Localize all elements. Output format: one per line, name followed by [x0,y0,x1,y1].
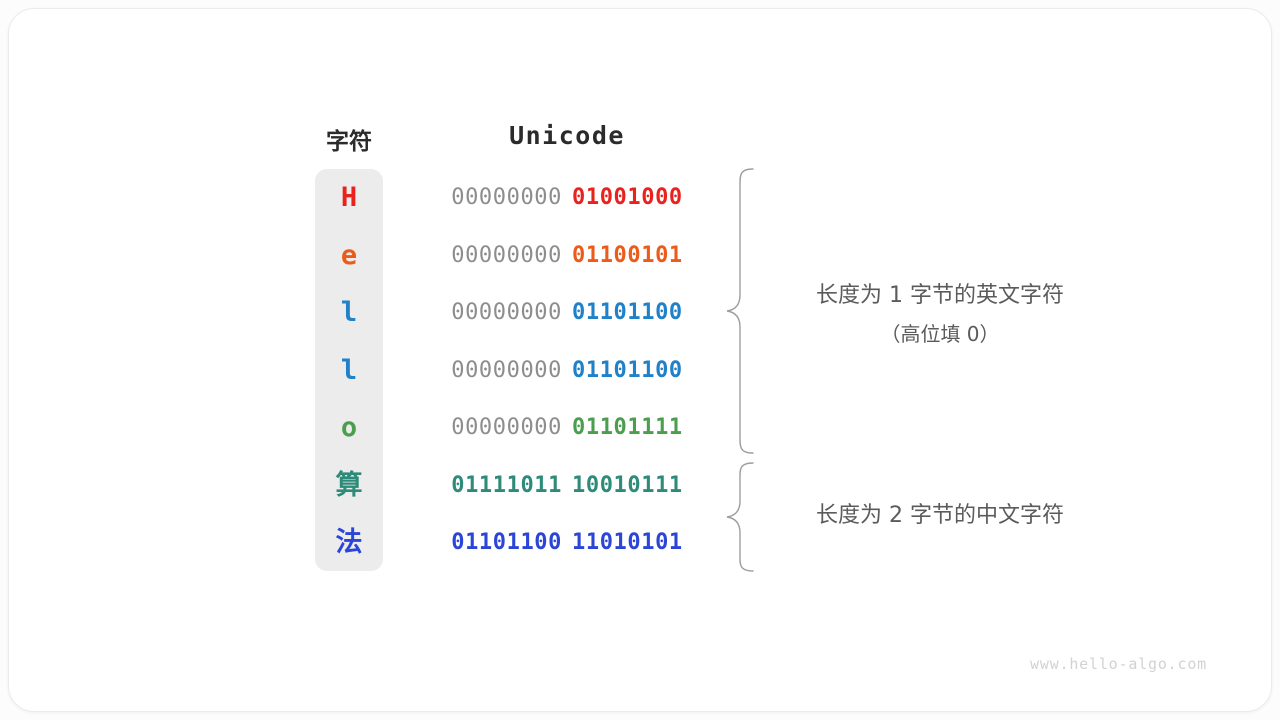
unicode-binary-row: 01101100 11010101 [439,514,695,572]
byte-separator [562,169,572,227]
unicode-binary-row: 00000000 01100101 [439,227,695,285]
high-byte: 00000000 [451,185,562,210]
character-cell: H [340,182,358,213]
high-byte: 01111011 [451,472,562,498]
character-cell: 算 [335,469,363,501]
low-byte: 01101100 [572,357,683,383]
high-byte: 00000000 [451,415,562,440]
column-header-unicode: Unicode [509,121,625,150]
unicode-binary-row: 00000000 01101111 [439,399,695,457]
byte-separator [562,227,572,285]
low-byte: 01001000 [572,185,683,210]
brace-two-byte [726,462,754,572]
character-cell: o [340,412,358,443]
unicode-binary-row: 00000000 01101100 [439,342,695,400]
byte-separator [562,399,572,457]
byte-separator [562,457,572,515]
high-byte: 00000000 [451,242,562,268]
brace-one-byte [726,168,754,454]
byte-separator [562,342,572,400]
unicode-binary-row: 00000000 01101100 [439,284,695,342]
low-byte: 10010111 [572,472,683,498]
annotation-one-byte-sub: （高位填 0） [880,322,1000,346]
annotation-one-byte: 长度为 1 字节的英文字符 （高位填 0） [795,277,1085,347]
watermark: www.hello-algo.com [1030,655,1207,673]
low-byte: 01101111 [572,415,683,440]
high-byte: 00000000 [451,357,562,383]
high-byte: 00000000 [451,300,562,325]
unicode-binary-row: 00000000 01001000 [439,169,695,227]
byte-separator [562,514,572,572]
column-header-character: 字符 [326,129,372,155]
character-cell: l [340,354,358,386]
low-byte: 01101100 [572,300,683,325]
low-byte: 01100101 [572,242,683,268]
byte-separator [562,284,572,342]
character-cell: e [340,239,358,271]
low-byte: 11010101 [572,530,683,555]
annotation-one-byte-main: 长度为 1 字节的英文字符 [816,283,1064,308]
annotation-two-byte-main: 长度为 2 字节的中文字符 [816,503,1064,528]
high-byte: 01101100 [451,530,562,555]
unicode-binary-row: 01111011 10010111 [439,457,695,515]
character-cell: 法 [335,527,363,558]
character-cell: l [340,297,358,328]
annotation-two-byte: 长度为 2 字节的中文字符 [795,497,1085,529]
